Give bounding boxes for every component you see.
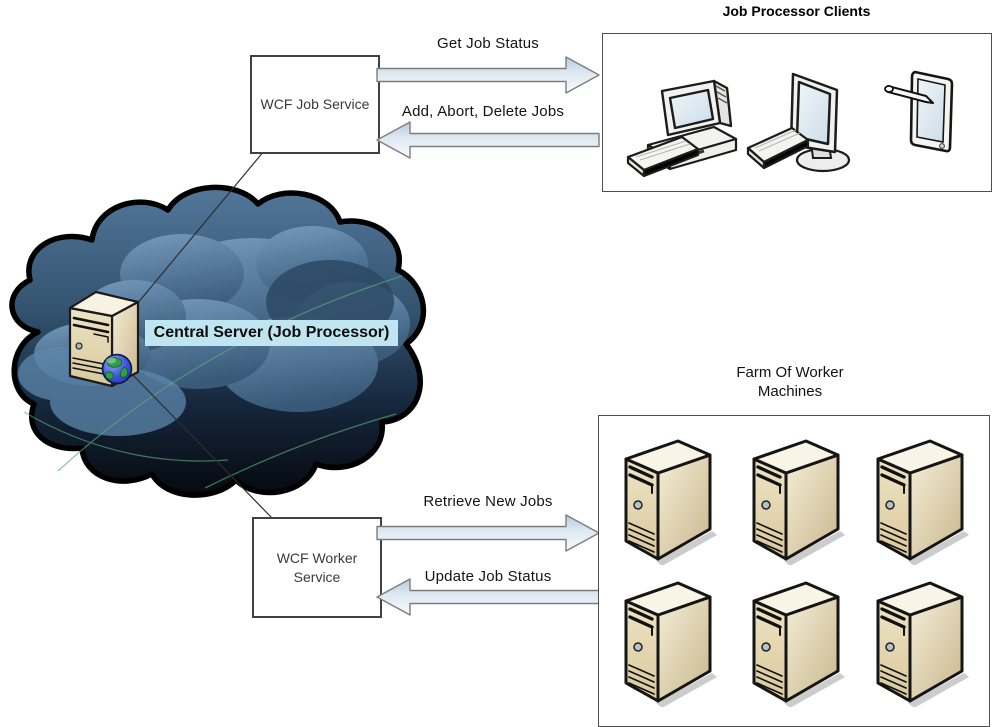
wcf-job-service-label: WCF Job Service (260, 96, 370, 112)
worker-machine-icon (870, 567, 970, 707)
worker-machine-icon (870, 425, 970, 565)
add-abort-delete-jobs-arrow (376, 121, 600, 159)
retrieve-new-jobs-label: Retrieve New Jobs (423, 493, 553, 510)
wcf-worker-service-label-line2: Service (293, 568, 341, 585)
update-job-status-label: Update Job Status (424, 568, 552, 585)
wcf-worker-service-box: WCF Worker Service (252, 517, 382, 618)
wcf-worker-service-label-line1: WCF Worker (276, 549, 358, 566)
retrieve-new-jobs-arrow (376, 514, 600, 552)
worker-machine-icon (618, 567, 718, 707)
worker-machine-icon (746, 425, 846, 565)
central-server-label: Central Server (Job Processor) (145, 320, 398, 346)
desktop-computer-icon (626, 79, 738, 178)
monitor-icon (746, 72, 851, 173)
add-abort-delete-jobs-label: Add, Abort, Delete Jobs (401, 103, 565, 120)
get-job-status-label: Get Job Status (436, 35, 540, 52)
update-job-status-arrow (376, 578, 600, 616)
farm-section-title: Farm Of Worker Machines (640, 363, 940, 401)
wcf-job-service-box: WCF Job Service (250, 55, 380, 154)
farm-title-line1: Farm Of Worker (736, 364, 844, 381)
farm-title-line2: Machines (757, 383, 823, 400)
worker-machine-icon (618, 425, 718, 565)
globe-icon (101, 353, 133, 385)
worker-machine-icon (746, 567, 846, 707)
stylus-icon (884, 85, 934, 104)
tablet-icon (884, 70, 954, 153)
get-job-status-arrow (376, 56, 600, 94)
clients-section-title: Job Processor Clients (722, 3, 871, 19)
